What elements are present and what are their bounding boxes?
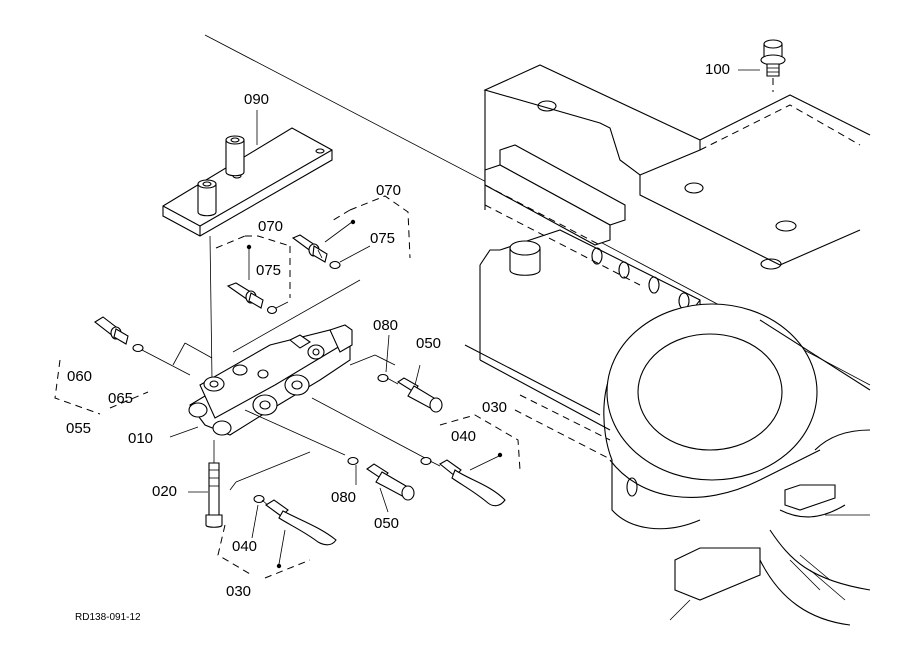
fitting-070-left: [215, 235, 361, 353]
callout-040-right: 040: [451, 428, 477, 445]
callout-060: 060: [67, 368, 93, 385]
callout-070-left: 070: [258, 218, 284, 235]
fitting-055: [54, 316, 213, 415]
callout-080-lower: 080: [331, 489, 357, 506]
callout-065: 065: [108, 390, 134, 407]
bolt-100: [738, 39, 786, 92]
frame-housing: [204, 34, 871, 626]
callout-100: 100: [705, 61, 731, 78]
drawing-code: RD138-091-12: [75, 612, 141, 623]
callout-090: 090: [244, 91, 270, 108]
callout-080-upper: 080: [373, 317, 399, 334]
callout-050-lower: 050: [374, 515, 400, 532]
callout-030-lower: 030: [226, 583, 252, 600]
valve-body-010: [169, 324, 376, 438]
callout-050-upper: 050: [416, 335, 442, 352]
callout-070-right: 070: [376, 182, 402, 199]
callout-020: 020: [152, 483, 178, 500]
fitting-070-right: [291, 195, 411, 270]
lever-030-right: [311, 397, 521, 507]
callout-055: 055: [66, 420, 92, 437]
lever-030-lower: [217, 451, 337, 579]
callout-075-left: 075: [256, 262, 282, 279]
callout-030-right: 030: [482, 399, 508, 416]
plug-050-lower: [244, 409, 415, 513]
callout-040-lower: 040: [232, 538, 258, 555]
plate-090: [162, 110, 333, 381]
callout-010: 010: [128, 430, 154, 447]
callout-075-right: 075: [370, 230, 396, 247]
plug-050-upper: [374, 334, 443, 413]
bolt-020: [188, 440, 223, 528]
